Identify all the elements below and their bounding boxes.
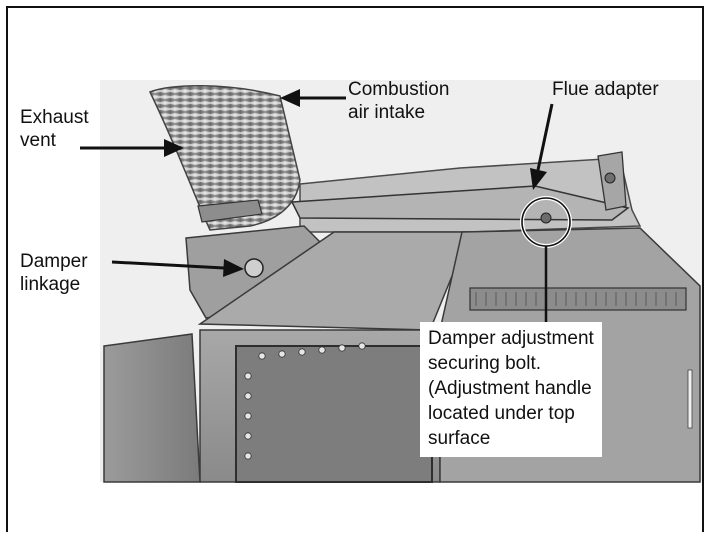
- label-damper-linkage: Damper linkage: [20, 251, 88, 295]
- label-combustion-air-intake: Combustion air intake: [348, 79, 450, 123]
- left-side-panel: [103, 333, 201, 483]
- exhaust-hose: [148, 85, 301, 231]
- exhaust-arrow-head: [164, 139, 184, 157]
- louver-vent: [469, 287, 687, 311]
- securing-bolt: [540, 212, 552, 224]
- label-exhaust-vent: Exhaust vent: [20, 107, 89, 151]
- louver-slats: [475, 292, 677, 306]
- damper-arrow-head: [223, 259, 244, 277]
- combustion-arrow-head: [280, 89, 300, 107]
- bracket-bolt: [604, 172, 616, 184]
- viewing-window: [235, 345, 433, 483]
- label-flue-adapter: Flue adapter: [552, 79, 659, 100]
- damper-arrow-line: [111, 260, 225, 270]
- flue-adapter-plate: [290, 185, 630, 221]
- rivet-row: [244, 342, 366, 460]
- flue-arrow-line: [536, 103, 554, 171]
- label-damper-adjustment: Damper adjustment securing bolt. (Adjust…: [420, 322, 602, 457]
- damper-bolt: [244, 258, 264, 278]
- flue-arrow-head: [530, 168, 547, 190]
- leader-lines: [80, 89, 554, 322]
- hose-clamp: [197, 199, 263, 223]
- side-slot: [687, 369, 693, 429]
